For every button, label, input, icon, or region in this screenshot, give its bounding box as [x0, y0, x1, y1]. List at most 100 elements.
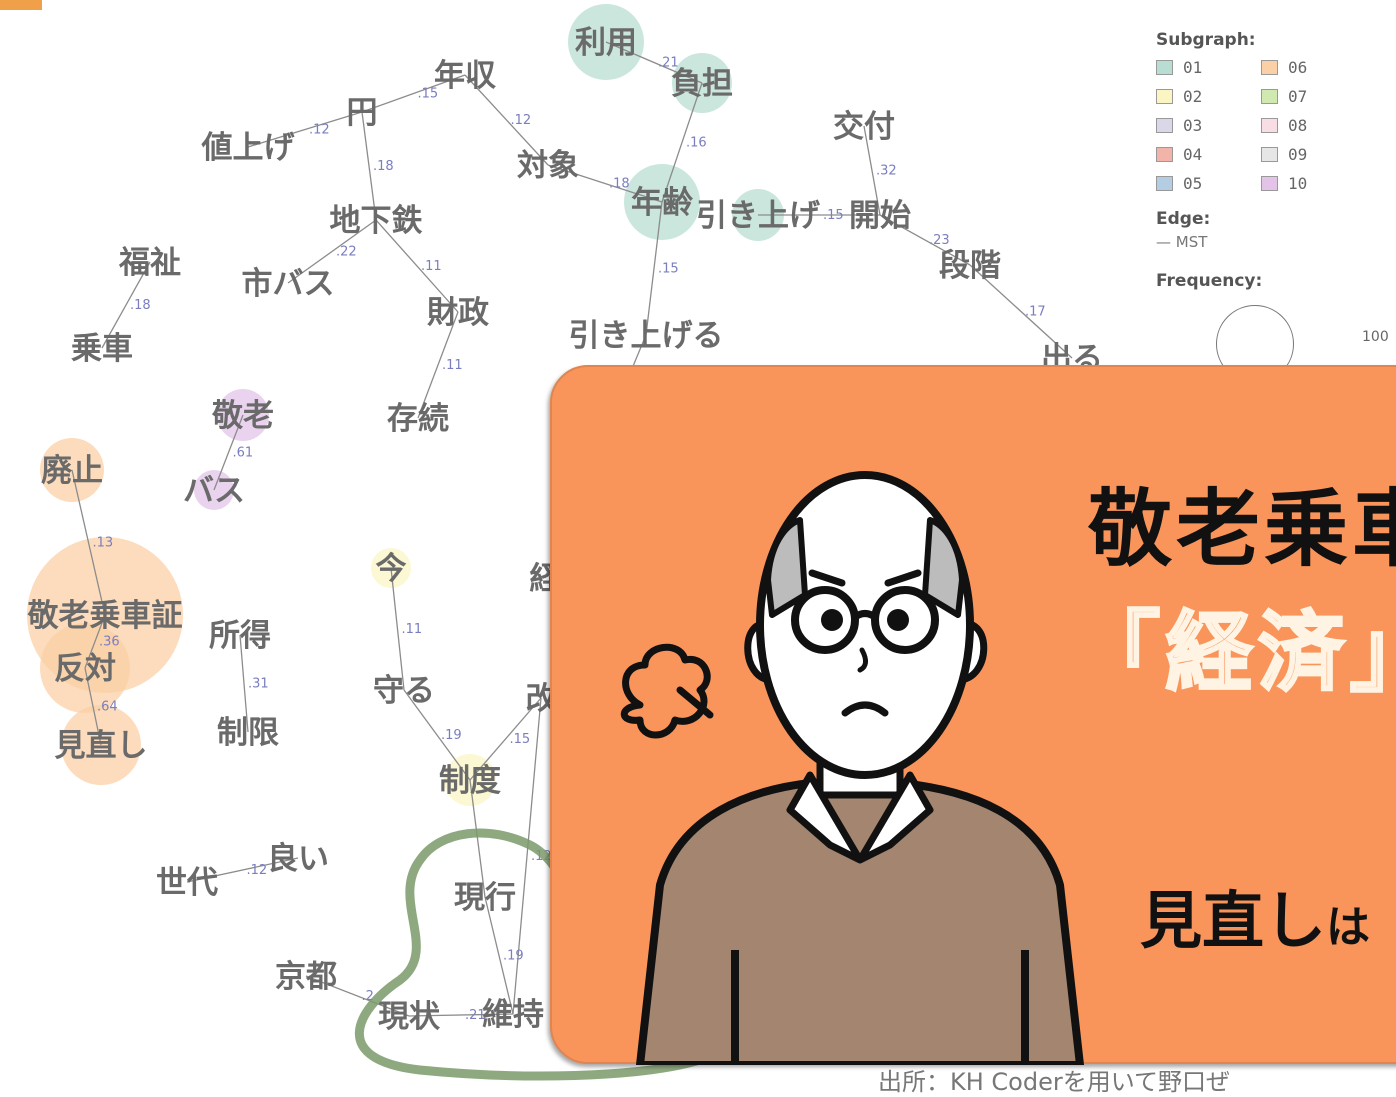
edge-en-nenshu — [361, 74, 466, 113]
legend-swatch — [1261, 60, 1278, 75]
edge-fukushi-jousha — [101, 261, 151, 349]
node-label-riyou: 利用 — [575, 25, 637, 61]
edge-weight-label: .19 — [441, 728, 462, 743]
corner-accent — [0, 0, 42, 10]
eye-right — [887, 609, 909, 631]
node-label-zaisei: 財政 — [427, 295, 489, 331]
node-label-sonzoku: 存続 — [387, 401, 449, 437]
edge-hantai-minaoshi — [84, 667, 102, 746]
node-label-hantai: 反対 — [54, 651, 116, 687]
node-label-kaishi: 開始 — [849, 198, 911, 234]
node-label-en: 円 — [347, 95, 378, 131]
edge-chikatetsu-shibasu — [287, 219, 377, 284]
edge-weight-label: .16 — [686, 136, 707, 151]
node-label-genjou: 現状 — [378, 999, 441, 1035]
edge-weight-label: .15 — [658, 262, 679, 277]
edge-shotoku-seigen — [239, 634, 249, 733]
legend-swatch — [1261, 176, 1278, 191]
edge-en-chikatetsu — [361, 111, 377, 221]
edge-ima-mamoru — [390, 567, 405, 691]
node-label-dankai: 段階 — [939, 248, 1001, 284]
edge-nenrei-hikiageru — [645, 201, 663, 336]
edge-weight-label: .18 — [130, 298, 151, 313]
legend-swatch — [1156, 60, 1173, 75]
legend-swatch-label: 01 — [1183, 58, 1203, 77]
node-label-iji: 維持 — [482, 997, 544, 1033]
edge-weight-label: .12 — [511, 113, 532, 128]
node-label-hikiageru: 引き上げる — [569, 318, 724, 354]
bottom-main-text: 見直し — [1140, 884, 1327, 957]
edge-weight-label: .21 — [658, 56, 679, 71]
node-label-hikiage: 引き上げ — [696, 198, 821, 234]
edge-weight-label: .15 — [823, 208, 844, 223]
edge-frag2-seido — [469, 697, 542, 781]
card-subhead: 「経済」 — [1073, 602, 1396, 705]
head — [756, 471, 974, 779]
hair-right — [922, 517, 965, 618]
subgraph-legend-item: 09 — [1261, 145, 1331, 164]
edge-futan-nenrei — [661, 82, 703, 203]
sigh-puff-icon — [620, 643, 711, 739]
edge-type-label: — MST — [1156, 233, 1208, 251]
mouth-frown — [841, 701, 889, 717]
edge-weight-label: .18 — [609, 177, 630, 192]
node-label-neage: 値上げ — [201, 130, 296, 166]
legend-swatch-label: 06 — [1288, 58, 1308, 77]
node-label-shibasu: 市バス — [242, 266, 335, 302]
edge-keirou-basu — [213, 414, 244, 491]
node-label-haishi: 廃止 — [41, 453, 103, 489]
bottom-small-text: は — [1326, 902, 1371, 953]
nose — [857, 647, 868, 673]
node-label-jousha: 乗車 — [71, 331, 133, 367]
subgraph-title: Subgraph: — [1156, 30, 1256, 50]
legend-swatch — [1156, 89, 1173, 104]
node-label-genkou: 現行 — [454, 880, 516, 916]
edge-weight-label: .11 — [402, 622, 423, 637]
frequency-value: 100 — [1362, 329, 1389, 345]
shirt-collar — [786, 771, 934, 864]
edge-weight-label: .61 — [233, 446, 254, 461]
hair-left — [765, 517, 808, 618]
subgraph-legend-item: 06 — [1261, 58, 1331, 77]
edge-kyouto-genjou — [305, 975, 410, 1017]
legend-swatch — [1261, 147, 1278, 162]
edge-weight-label: .11 — [421, 259, 442, 274]
node-label-minaoshi: 見直し — [55, 728, 148, 764]
edge-weight-label: .12 — [247, 863, 268, 878]
edge-weight-label: .15 — [418, 87, 439, 102]
edge-weight-label: .23 — [929, 233, 950, 248]
edge-weight-label: .17 — [1025, 305, 1046, 320]
edge-haishi-keiroushoushashou — [71, 469, 106, 616]
edge-title: Edge: — [1156, 209, 1211, 229]
edge-koufu-kaishi — [863, 125, 881, 216]
edge-weight-label: .64 — [97, 700, 118, 715]
edge-genkou-iji — [484, 896, 514, 1015]
node-label-nenshu: 年収 — [434, 58, 496, 94]
edge-zaisei-sonzoku — [417, 311, 459, 419]
legend-swatch-label: 10 — [1288, 174, 1308, 193]
edge-iji-frag2 — [512, 697, 542, 1015]
legend-swatch-label: 04 — [1183, 145, 1203, 164]
elderly-man-illustration — [620, 471, 1084, 1065]
glasses-bridge — [852, 610, 878, 620]
subgraph-legend-item: 03 — [1156, 116, 1261, 135]
edge-weight-label: .18 — [373, 159, 394, 174]
edge-keiroushoushashou-hantai — [84, 614, 106, 669]
edge-weight-label: .22 — [336, 245, 357, 260]
node-label-sedai: 世代 — [156, 865, 218, 901]
edge-weight-label: .31 — [248, 677, 269, 692]
edge-neage-en — [247, 111, 363, 148]
edge-dankai-deru — [969, 264, 1073, 359]
node-label-seido: 制度 — [439, 763, 501, 799]
sigh-line — [676, 686, 714, 719]
legend-swatch — [1261, 89, 1278, 104]
node-label-kyouto: 京都 — [275, 959, 337, 995]
node-label-yoi: 良い — [267, 841, 329, 877]
edge-kaishi-dankai — [879, 214, 971, 266]
subgraph-legend-item: 10 — [1261, 174, 1331, 193]
edge-riyou-futan — [605, 41, 703, 84]
legend-swatch-label: 08 — [1288, 116, 1308, 135]
legend-swatch — [1156, 176, 1173, 191]
eye-left — [821, 609, 843, 631]
legend-swatch-label: 07 — [1288, 87, 1308, 106]
